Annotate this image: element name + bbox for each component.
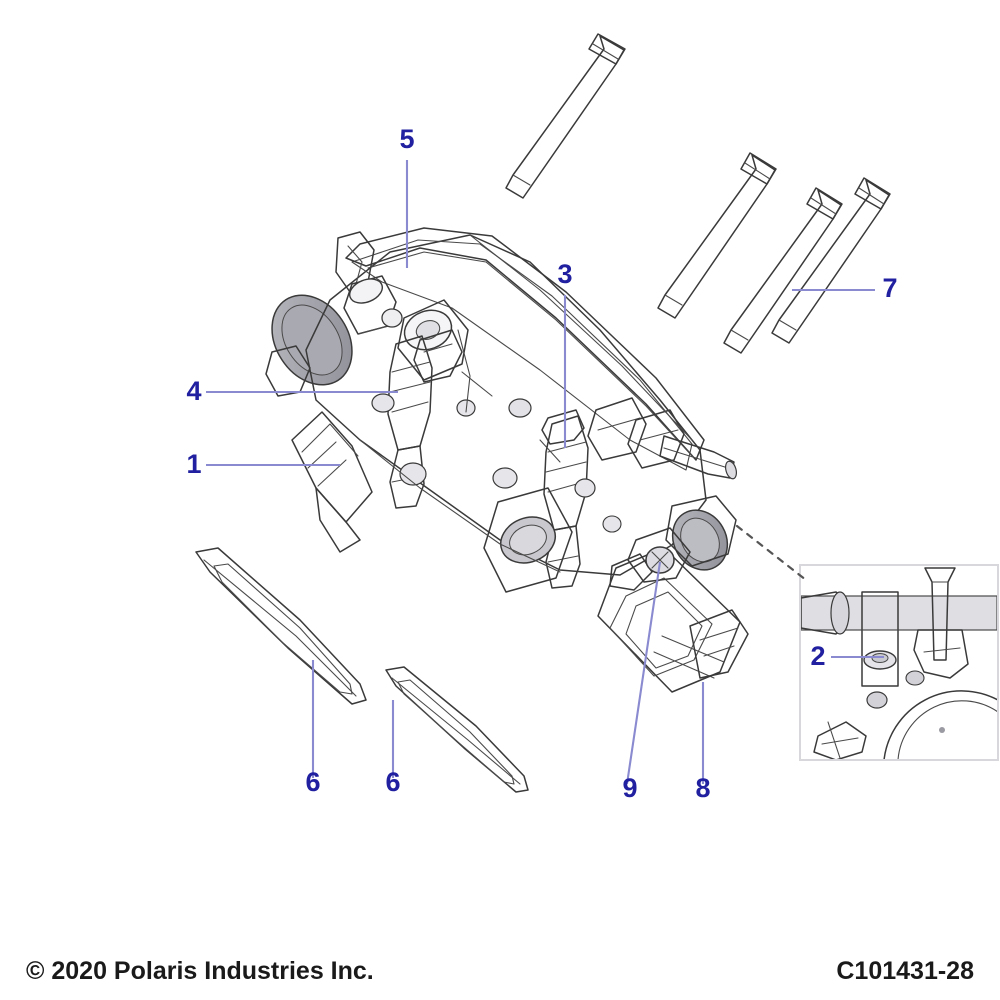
part-number-label: C101431-28	[836, 957, 974, 985]
copyright-notice: © 2020 Polaris Industries Inc.	[26, 957, 374, 985]
throttle-body-assembly	[265, 227, 749, 693]
throttle-body-flange	[291, 411, 373, 553]
callout-7[interactable]: 7	[882, 273, 897, 303]
throttle-position-sensor	[597, 547, 749, 693]
callout-8[interactable]: 8	[695, 773, 710, 803]
throttle-body-top-face	[351, 239, 693, 471]
bolt-hole	[602, 515, 622, 533]
callout-9[interactable]: 9	[622, 773, 637, 803]
intake-outlet-center	[483, 487, 573, 593]
bolt-hole	[492, 467, 518, 489]
bolt-hole	[508, 398, 532, 418]
detail-view-inset	[799, 564, 999, 761]
bolt-1	[505, 33, 626, 199]
callout-3[interactable]: 3	[557, 259, 572, 289]
intake-gasket-large	[195, 547, 367, 705]
callout-2[interactable]: 2	[810, 641, 825, 671]
leader-lines	[206, 160, 884, 785]
connector-cluster	[587, 397, 685, 469]
inset-connector-dashed	[735, 524, 808, 582]
intake-gasket-small	[385, 666, 529, 793]
throttle-shaft-boss	[397, 299, 469, 381]
vacuum-nipple	[659, 435, 738, 480]
bolt-4	[771, 177, 891, 344]
callout-4[interactable]: 4	[186, 376, 201, 406]
bolt-hole	[399, 462, 427, 486]
fuel-injector	[541, 409, 589, 589]
sensor-screw	[627, 527, 691, 583]
bolt-3	[723, 187, 843, 354]
callout-labels: 5 3 7 4 1 2 6 6 9 8	[186, 124, 897, 803]
intake-outlet-right	[665, 495, 737, 571]
bolt-hole	[574, 478, 596, 498]
callout-5[interactable]: 5	[399, 124, 414, 154]
callout-6-large[interactable]: 6	[305, 767, 320, 797]
leader-9	[625, 561, 662, 785]
callout-6-small[interactable]: 6	[385, 767, 400, 797]
callout-1[interactable]: 1	[186, 449, 201, 479]
bolt-2	[657, 152, 777, 319]
bolt-hole	[371, 393, 395, 413]
bolt-group	[505, 33, 891, 354]
